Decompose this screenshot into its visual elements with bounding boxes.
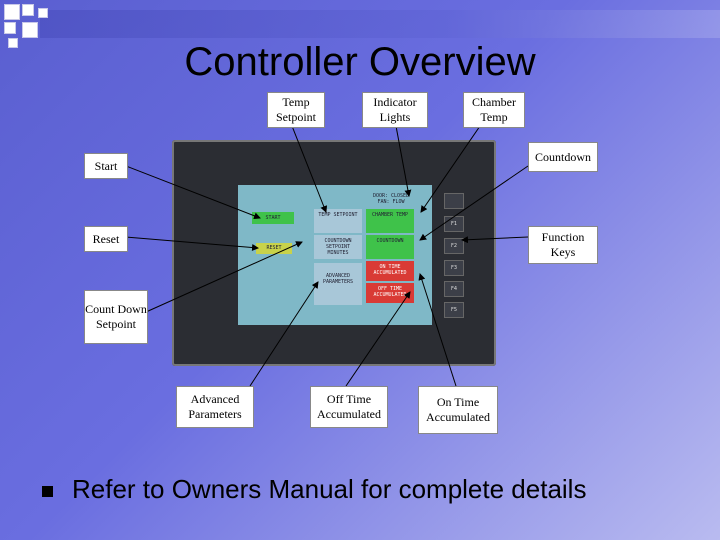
callout-function-keys: Function Keys bbox=[528, 226, 598, 264]
controller-bezel bbox=[172, 140, 496, 366]
function-key-f5: F5 bbox=[444, 302, 464, 318]
callout-reset: Reset bbox=[84, 226, 128, 252]
header-band bbox=[40, 10, 720, 38]
temp-setpoint-box: TEMP SETPOINT bbox=[314, 209, 362, 233]
slide-title: Controller Overview bbox=[184, 40, 536, 84]
pointer-reset bbox=[125, 236, 259, 251]
decor-square bbox=[4, 4, 20, 20]
function-key-f3: F3 bbox=[444, 260, 464, 276]
callout-on-time-accumulated: On Time Accumulated bbox=[418, 386, 498, 434]
decor-square bbox=[22, 4, 34, 16]
pointer-off-time bbox=[345, 291, 411, 387]
pointer-start bbox=[125, 165, 261, 220]
controller-screen: DOOR: CLOSED FAN: FLOW START RESET TEMP … bbox=[238, 185, 432, 325]
callout-countdown: Countdown bbox=[528, 142, 598, 172]
door-status-text: DOOR: CLOSED FAN: FLOW bbox=[372, 193, 410, 205]
chamber-temp-box: CHAMBER TEMP bbox=[366, 209, 414, 233]
on-time-box: ON TIME ACCUMULATED bbox=[366, 261, 414, 281]
callout-count-down-setpoint: Count Down Setpoint bbox=[84, 290, 148, 344]
decor-square bbox=[38, 8, 48, 18]
off-time-box: OFF TIME ACCUMULATED bbox=[366, 283, 414, 303]
function-key-blank bbox=[444, 193, 464, 209]
callout-indicator-lights: Indicator Lights bbox=[362, 92, 428, 128]
pointer-function-keys bbox=[461, 236, 529, 244]
advanced-parameters-box: ADVANCED PARAMETERS bbox=[314, 263, 362, 305]
callout-start: Start bbox=[84, 153, 128, 179]
start-screen-button: START bbox=[252, 212, 294, 224]
decor-square bbox=[8, 38, 18, 48]
function-key-f4: F4 bbox=[444, 281, 464, 297]
callout-chamber-temp: Chamber Temp bbox=[463, 92, 525, 128]
bullet-text: Refer to Owners Manual for complete deta… bbox=[72, 474, 587, 504]
pointer-advanced-parameters bbox=[249, 281, 319, 387]
callout-off-time-accumulated: Off Time Accumulated bbox=[310, 386, 388, 428]
pointer-temp-setpoint bbox=[291, 125, 328, 213]
reset-screen-button: RESET bbox=[256, 243, 292, 254]
decor-square bbox=[22, 22, 38, 38]
callout-advanced-parameters: Advanced Parameters bbox=[176, 386, 254, 428]
callout-temp-setpoint: Temp Setpoint bbox=[267, 92, 325, 128]
function-key-f2: F2 bbox=[444, 238, 464, 254]
pointer-on-time bbox=[418, 273, 457, 387]
bullet-marker bbox=[42, 486, 53, 497]
pointer-chamber-temp bbox=[420, 125, 481, 213]
pointer-countdown bbox=[419, 165, 529, 241]
pointer-count-down-setpoint bbox=[145, 241, 303, 313]
countdown-box: COUNTDOWN bbox=[366, 235, 414, 259]
countdown-setpoint-box: COUNTDOWN SETPOINT MINUTES bbox=[314, 235, 362, 259]
decor-square bbox=[4, 22, 16, 34]
pointer-indicator-lights bbox=[395, 125, 412, 197]
